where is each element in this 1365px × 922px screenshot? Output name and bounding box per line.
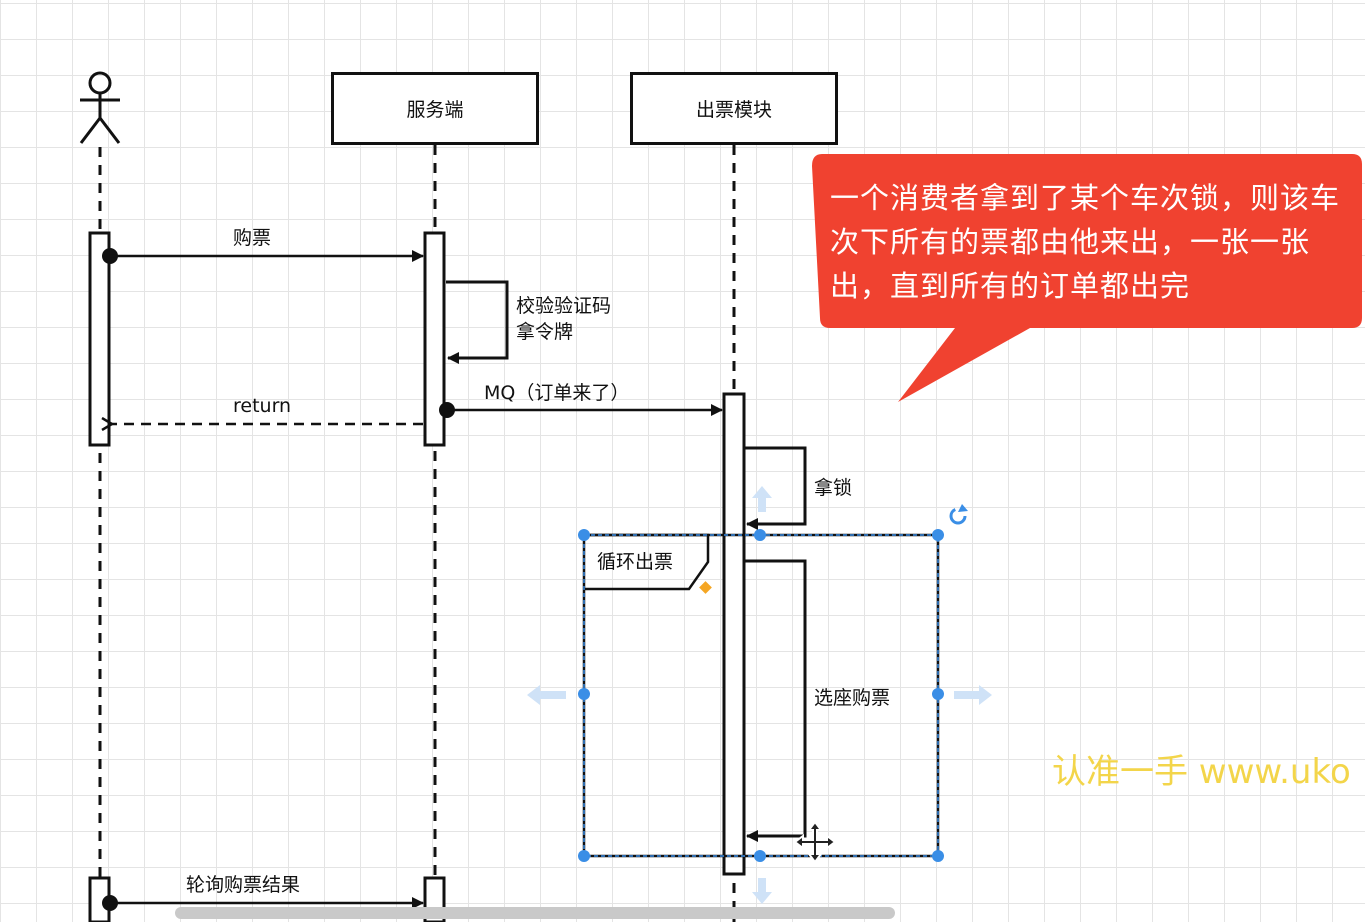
verify-self-arrow[interactable]	[446, 280, 509, 364]
label-position-handle[interactable]	[699, 581, 712, 594]
horizontal-scrollbar[interactable]	[175, 907, 895, 919]
resize-handle-tl	[578, 529, 590, 541]
take-lock-label: 拿锁	[814, 477, 853, 499]
verify-label-line2: 拿令牌	[516, 321, 574, 343]
connect-up-icon	[752, 486, 772, 512]
buy-ticket-label: 购票	[233, 227, 272, 249]
resize-handle-mr	[932, 688, 944, 700]
resize-handle-tr	[932, 529, 944, 541]
resize-handle-tm	[754, 529, 766, 541]
connect-left-icon	[527, 685, 566, 705]
participant-server-label: 服务端	[406, 99, 464, 121]
selection-handles[interactable]	[578, 529, 944, 862]
callout-text: 一个消费者拿到了某个车次锁，则该车次下所有的票都由他来出，一张一张出，直到所有的…	[830, 181, 1341, 303]
verify-label-line1: 校验验证码	[516, 295, 612, 317]
connect-right-icon	[954, 685, 992, 705]
actor-icon[interactable]	[79, 71, 121, 144]
connect-down-icon	[752, 878, 772, 904]
watermark: 认准一手 www.uko	[1052, 752, 1351, 792]
poll-result-label: 轮询购票结果	[186, 874, 301, 896]
participant-ticket-module-label: 出票模块	[695, 99, 772, 121]
actor-activation[interactable]	[88, 231, 111, 447]
take-lock-self-arrow[interactable]	[745, 446, 807, 530]
participant-server[interactable]: 服务端	[331, 72, 539, 145]
mq-label: MQ（订单来了）	[484, 382, 630, 404]
resize-handle-bl	[578, 850, 590, 862]
select-seat-label: 选座购票	[814, 687, 891, 709]
server-activation[interactable]	[423, 231, 446, 447]
return-label: return	[233, 395, 292, 417]
move-cursor-icon	[793, 820, 837, 864]
resize-handle-br	[932, 850, 944, 862]
rotate-handle-icon[interactable]	[949, 504, 968, 525]
participant-ticket-module[interactable]: 出票模块	[630, 72, 838, 145]
connect-arrow-icons[interactable]	[527, 486, 992, 904]
loop-fragment-label: 循环出票	[597, 551, 674, 573]
ticket-module-activation[interactable]	[722, 392, 746, 876]
loop-fragment-tab	[584, 533, 710, 591]
select-seat-self-arrow[interactable]	[745, 559, 807, 842]
resize-handle-bm	[754, 850, 766, 862]
callout-bubble[interactable]	[812, 154, 1362, 402]
resize-handle-ml	[578, 688, 590, 700]
